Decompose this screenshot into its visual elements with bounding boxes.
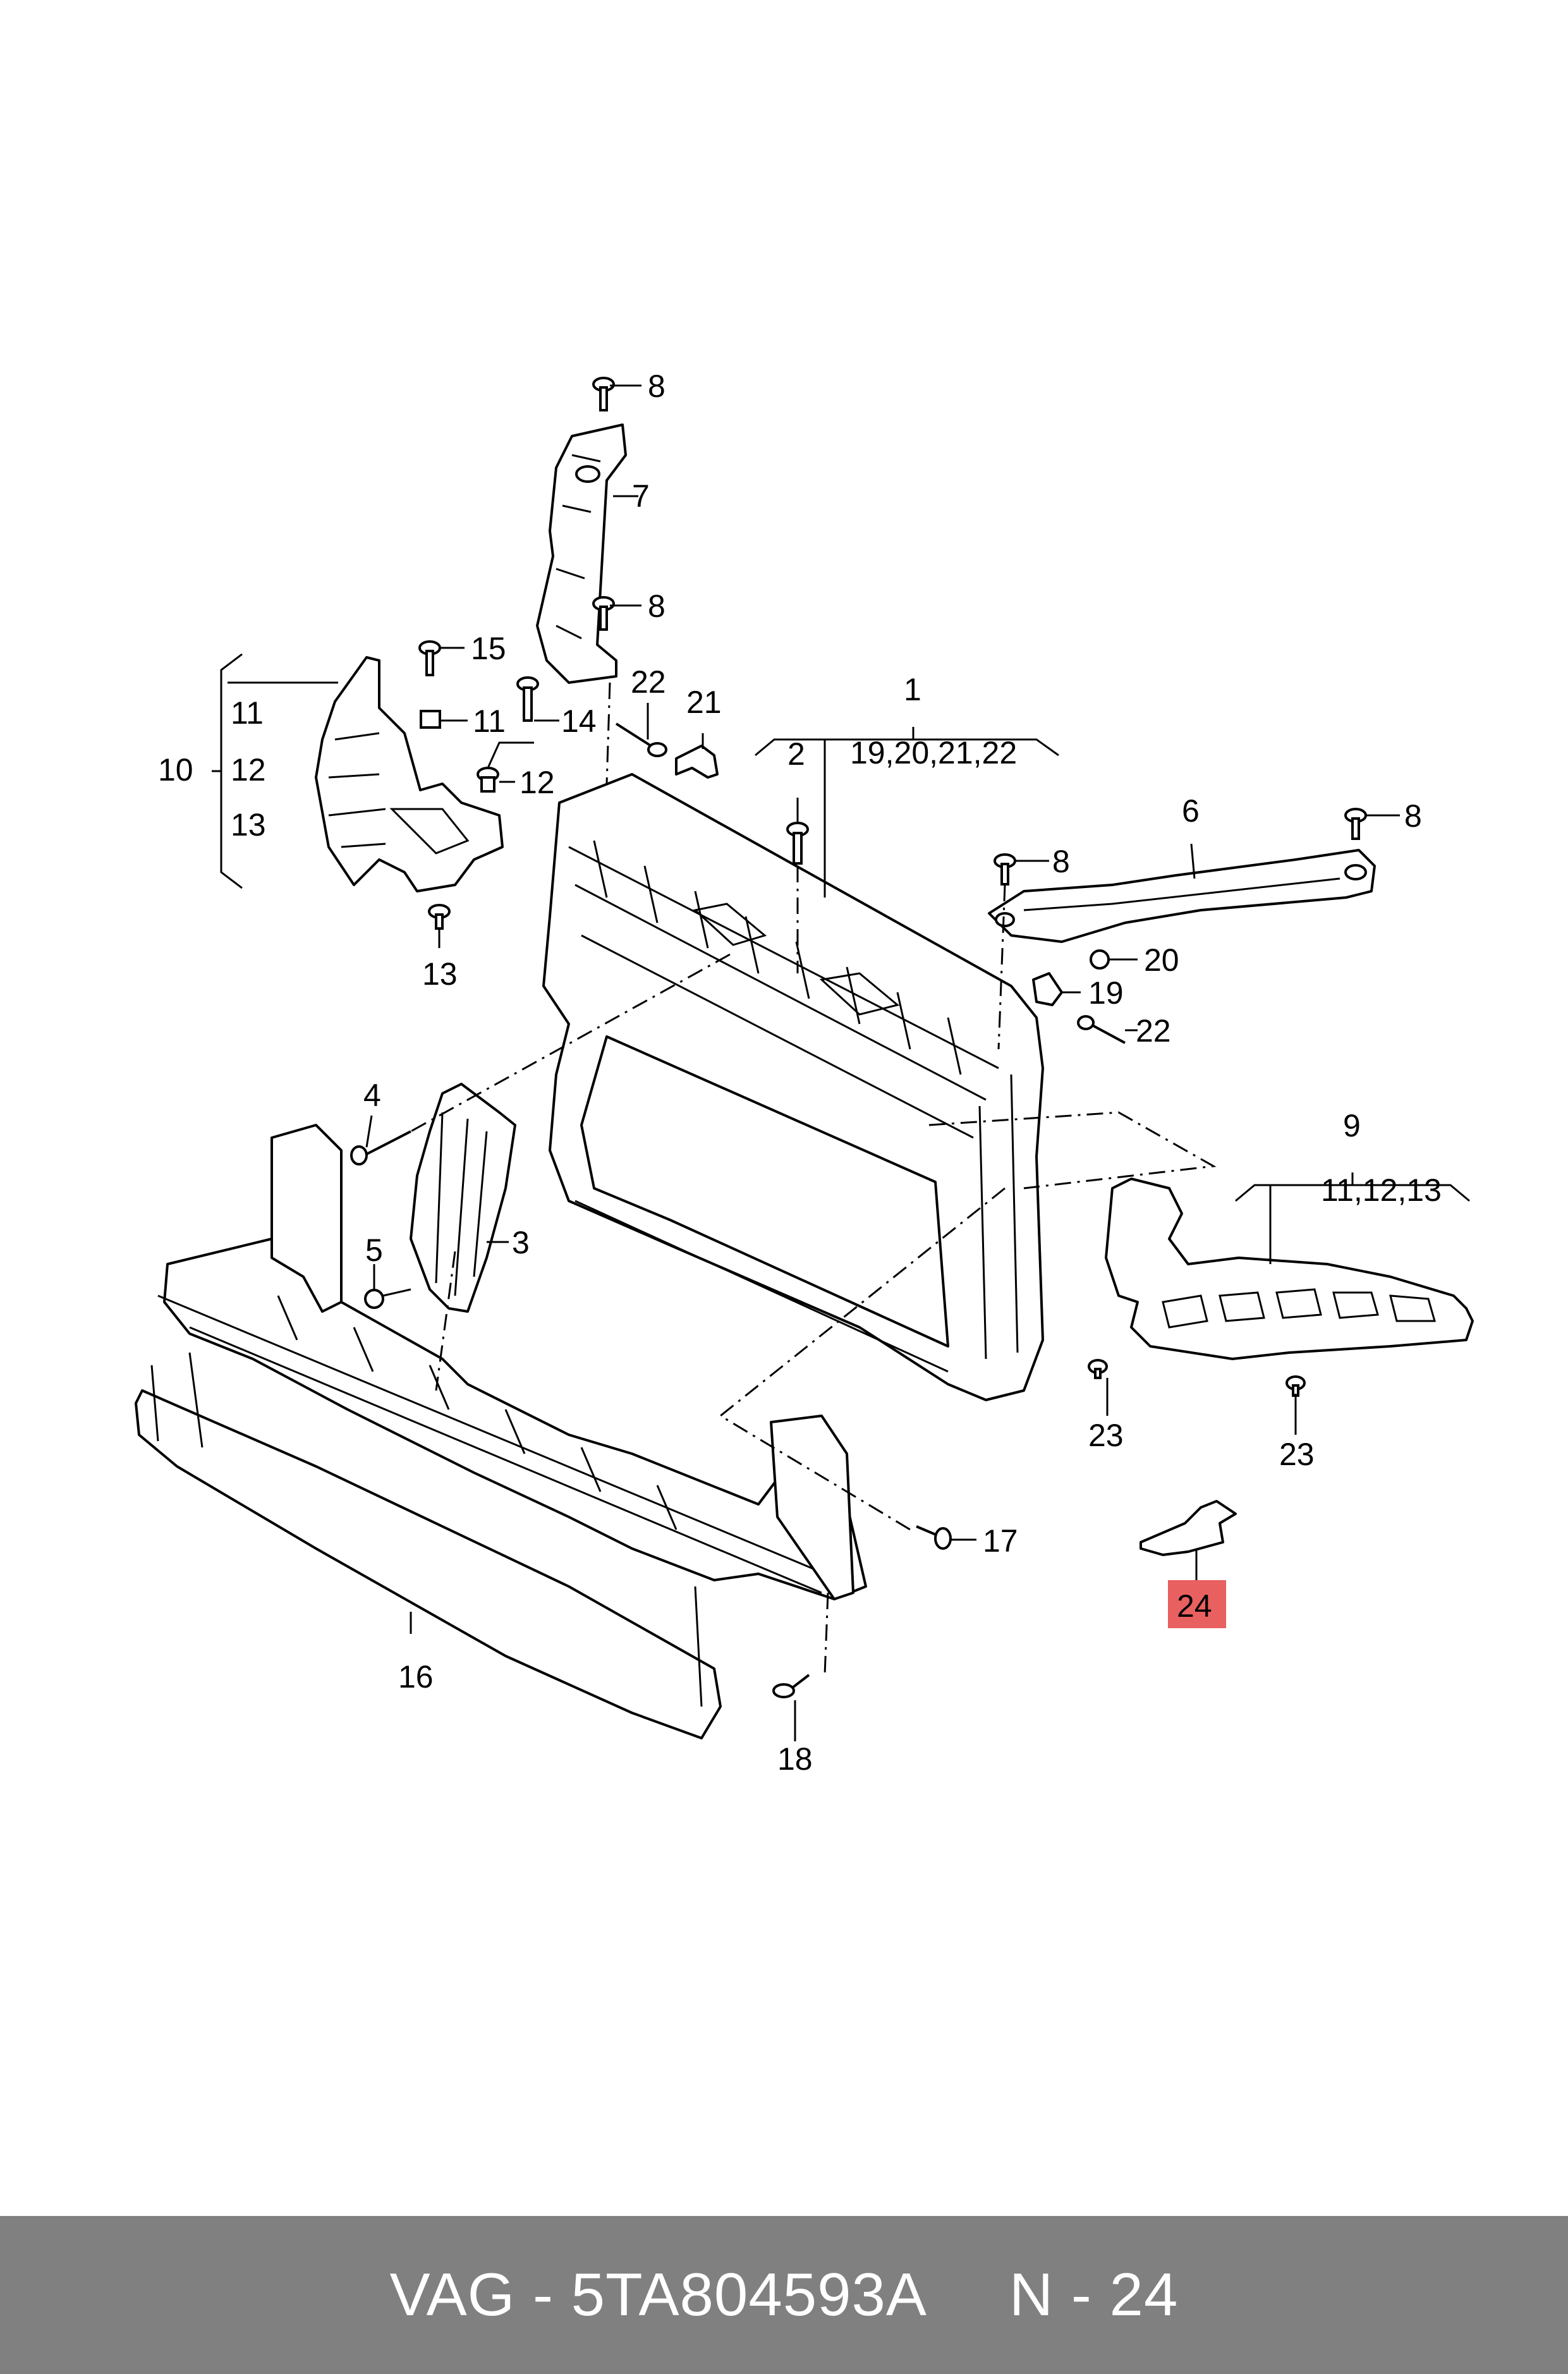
exploded-parts-diagram: 8 7 8 15 22 21 1 19,20,21,22 2 11 14 12 … [135,368,1474,1777]
callout-15: 15 [471,631,506,666]
callout-9-sub: 11,12,13 [1321,1172,1442,1208]
callout-1-sub: 19,20,21,22 [850,735,1017,770]
callout-14: 14 [561,703,597,739]
callout-10-12: 12 [231,752,266,788]
bolt-2 [786,822,809,865]
bolt-8-mid [592,596,615,631]
callout-11: 11 [473,703,506,739]
nut-5 [364,1289,384,1309]
callout-7: 7 [632,478,650,514]
bolt-4 [350,1130,411,1166]
clip-19 [1032,972,1063,1006]
screw-13 [428,904,451,930]
screw-23-left [1088,1359,1108,1379]
leader-lines [212,384,1470,1741]
callout-3: 3 [512,1225,530,1260]
callout-18: 18 [777,1741,813,1777]
callout-5: 5 [365,1233,383,1268]
callout-23-left: 23 [1088,1418,1124,1453]
callout-9: 9 [1343,1108,1361,1143]
part-7-upper-bracket [536,423,627,684]
footer-bar: VAG - 5TA804593A N - 24 [0,2216,1568,2374]
callout-24: 24 [1177,1588,1212,1624]
callout-1: 1 [904,672,921,707]
rivet-22-right [1077,1015,1126,1044]
nut-20 [1090,949,1110,970]
bolt-8-top [592,377,615,411]
callout-13: 13 [422,956,458,992]
callout-8-top: 8 [648,368,665,404]
rivet-22-top [615,722,667,757]
callout-20: 20 [1144,942,1179,978]
callout-8-right-a: 8 [1052,844,1070,879]
callout-labels: 8 7 8 15 22 21 1 19,20,21,22 2 11 14 12 … [158,368,1442,1777]
part-10-left-air-duct [315,656,504,892]
screw-23-right [1285,1375,1306,1397]
callout-19: 19 [1088,975,1124,1011]
callout-12: 12 [520,765,555,800]
callout-22-top: 22 [631,664,666,700]
part-6-right-bracket [988,849,1376,943]
callout-10-13: 13 [231,807,266,843]
part-3-lock-carrier [410,1083,516,1313]
bolt-18 [772,1674,810,1698]
callout-8-mid: 8 [648,588,665,624]
callout-10-11: 11 [231,695,264,731]
callout-2: 2 [787,736,805,772]
nut-11 [420,710,441,729]
bolt-8-right-b [1344,808,1367,840]
assembly-lines [410,682,1217,1676]
part-1-radiator-support [542,773,1044,1401]
bolt-8-right-a [994,853,1016,886]
bolt-14 [516,676,539,722]
callout-8-right-b: 8 [1404,798,1422,834]
clip-12 [477,767,499,793]
screw-15 [418,640,441,676]
part-9-right-air-duct [1105,1178,1474,1360]
callout-17: 17 [983,1523,1018,1559]
footer-part-number: VAG - 5TA804593A [389,2261,927,2328]
footer-reference: N - 24 [1009,2261,1179,2328]
callout-6: 6 [1182,793,1200,829]
callout-23-right: 23 [1279,1437,1315,1472]
callout-10: 10 [158,752,193,788]
part-24-small-bracket [1140,1500,1237,1556]
callout-21: 21 [686,685,722,720]
callout-16: 16 [398,1659,434,1695]
bolt-17 [916,1525,952,1550]
callout-24-highlight [1168,1580,1226,1628]
fasteners [350,377,1367,1698]
part-16-bumper-carrier [135,1124,867,1739]
callout-22-right: 22 [1136,1013,1171,1049]
callout-4: 4 [363,1078,381,1113]
clip-21 [675,745,719,779]
